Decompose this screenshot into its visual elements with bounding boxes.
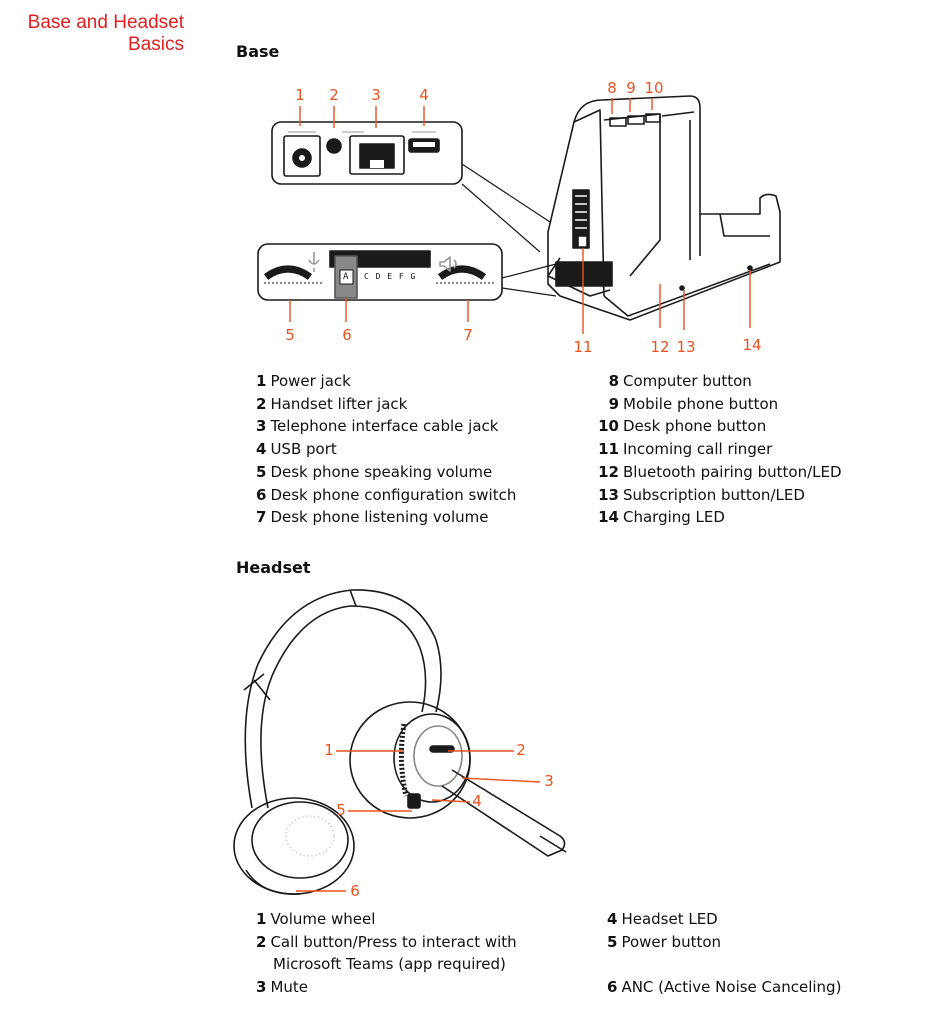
callout-6: 6 [342,326,352,344]
legend-item-continuation: Microsoft Teams (app required) [273,955,506,974]
callout-12: 12 [650,338,670,356]
power-jack-icon [283,135,321,177]
headset-callout-2: 2 [516,741,526,759]
speaker-icon [439,256,457,272]
left-ear-cushion-icon [233,797,355,895]
headset-callout-6: 6 [350,882,360,900]
callout-8: 8 [607,79,617,97]
headset-callout-5: 5 [336,801,346,819]
headset-callout-1: 1 [324,741,334,759]
handset-lifter-jack-icon [326,138,342,154]
right-ear-cup-icon [349,701,471,819]
headset-callout-3: 3 [544,772,554,790]
callout-1: 1 [295,86,305,104]
headset-heading: Headset [236,558,311,577]
callout-2: 2 [329,86,339,104]
headset-callout-4: 4 [472,792,482,810]
speaking-volume-wheel-icon [263,265,324,284]
base-bottom-panel [257,243,503,301]
telephone-jack-icon [349,135,405,175]
switch-selected-letter: A [343,272,349,282]
callout-11: 11 [573,338,593,356]
callout-13: 13 [676,338,696,356]
charging-base-icon [547,95,781,321]
boom-microphone-icon [441,769,567,857]
callout-3: 3 [371,86,381,104]
chapter-title: Base and Headset Basics [0,12,184,56]
callout-5: 5 [285,326,295,344]
headband-icon [243,589,442,809]
callout-10: 10 [644,79,664,97]
chapter-title-line-2: Basics [128,34,184,55]
callout-9: 9 [626,79,636,97]
callout-7: 7 [463,326,473,344]
chapter-title-line-1: Base and Headset [27,12,184,33]
base-heading: Base [236,42,280,61]
switch-letters: C D E F G [364,272,417,281]
callout-4: 4 [419,86,429,104]
callout-14: 14 [742,336,762,354]
listening-volume-wheel-icon [436,265,496,284]
microphone-icon [308,252,320,272]
base-back-panel [271,121,463,185]
